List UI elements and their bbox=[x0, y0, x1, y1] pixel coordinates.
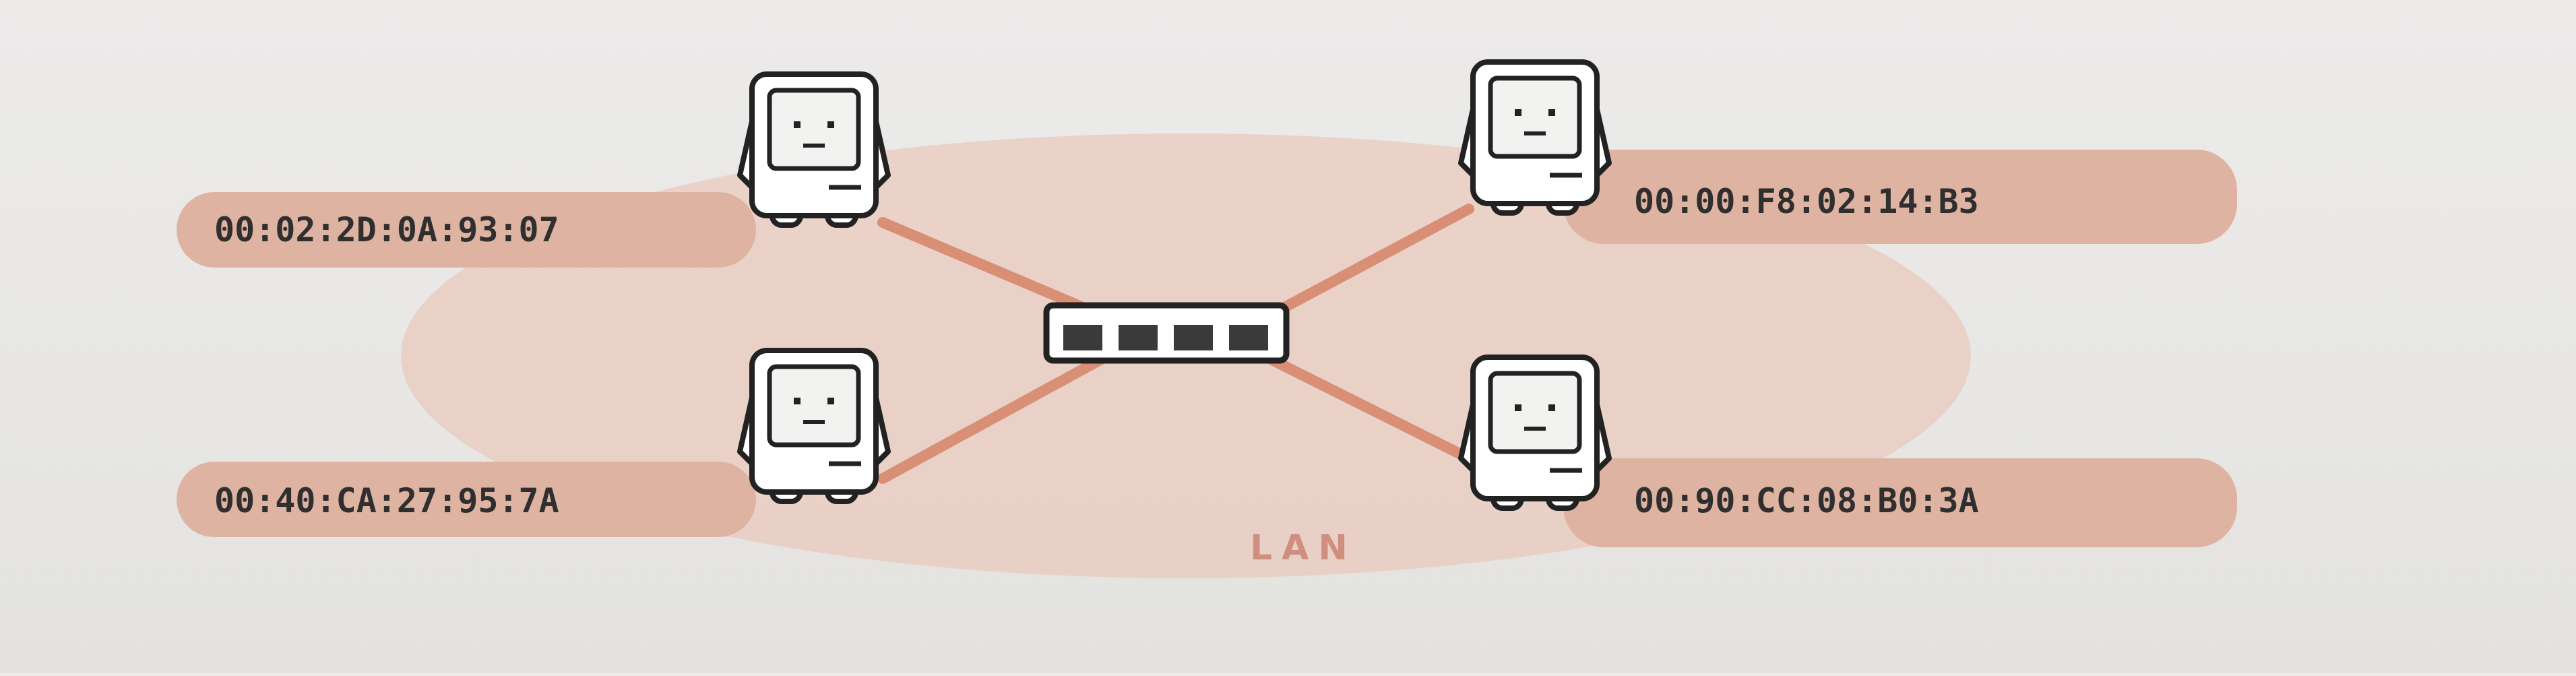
computer-icon bbox=[740, 350, 888, 501]
mac-address-top-left: 00:02:2D:0A:93:07 bbox=[214, 210, 559, 249]
mac-address-bottom-right: 00:90:CC:08:B0:3A bbox=[1634, 481, 1979, 520]
cable-bottom-right bbox=[1261, 352, 1474, 464]
computer-icon bbox=[1461, 62, 1609, 213]
cable-bottom-left bbox=[877, 352, 1110, 484]
mac-address-top-right: 00:00:F8:02:14:B3 bbox=[1634, 182, 1979, 221]
cables bbox=[877, 204, 1474, 484]
computer-icon bbox=[1461, 357, 1609, 508]
mac-address-bottom-left: 00:40:CA:27:95:7A bbox=[214, 481, 559, 520]
computer-icon bbox=[740, 74, 888, 225]
mac-pill-bottom-left bbox=[177, 462, 756, 537]
cable-top-left bbox=[877, 217, 1110, 322]
network-switch-icon bbox=[1043, 302, 1290, 364]
mac-pill-top-right bbox=[1563, 150, 2237, 244]
lan-label: LAN bbox=[1250, 528, 1357, 568]
mac-pill-top-left bbox=[177, 192, 756, 268]
cable-top-right bbox=[1261, 204, 1474, 322]
mac-pill-bottom-right bbox=[1563, 458, 2237, 547]
